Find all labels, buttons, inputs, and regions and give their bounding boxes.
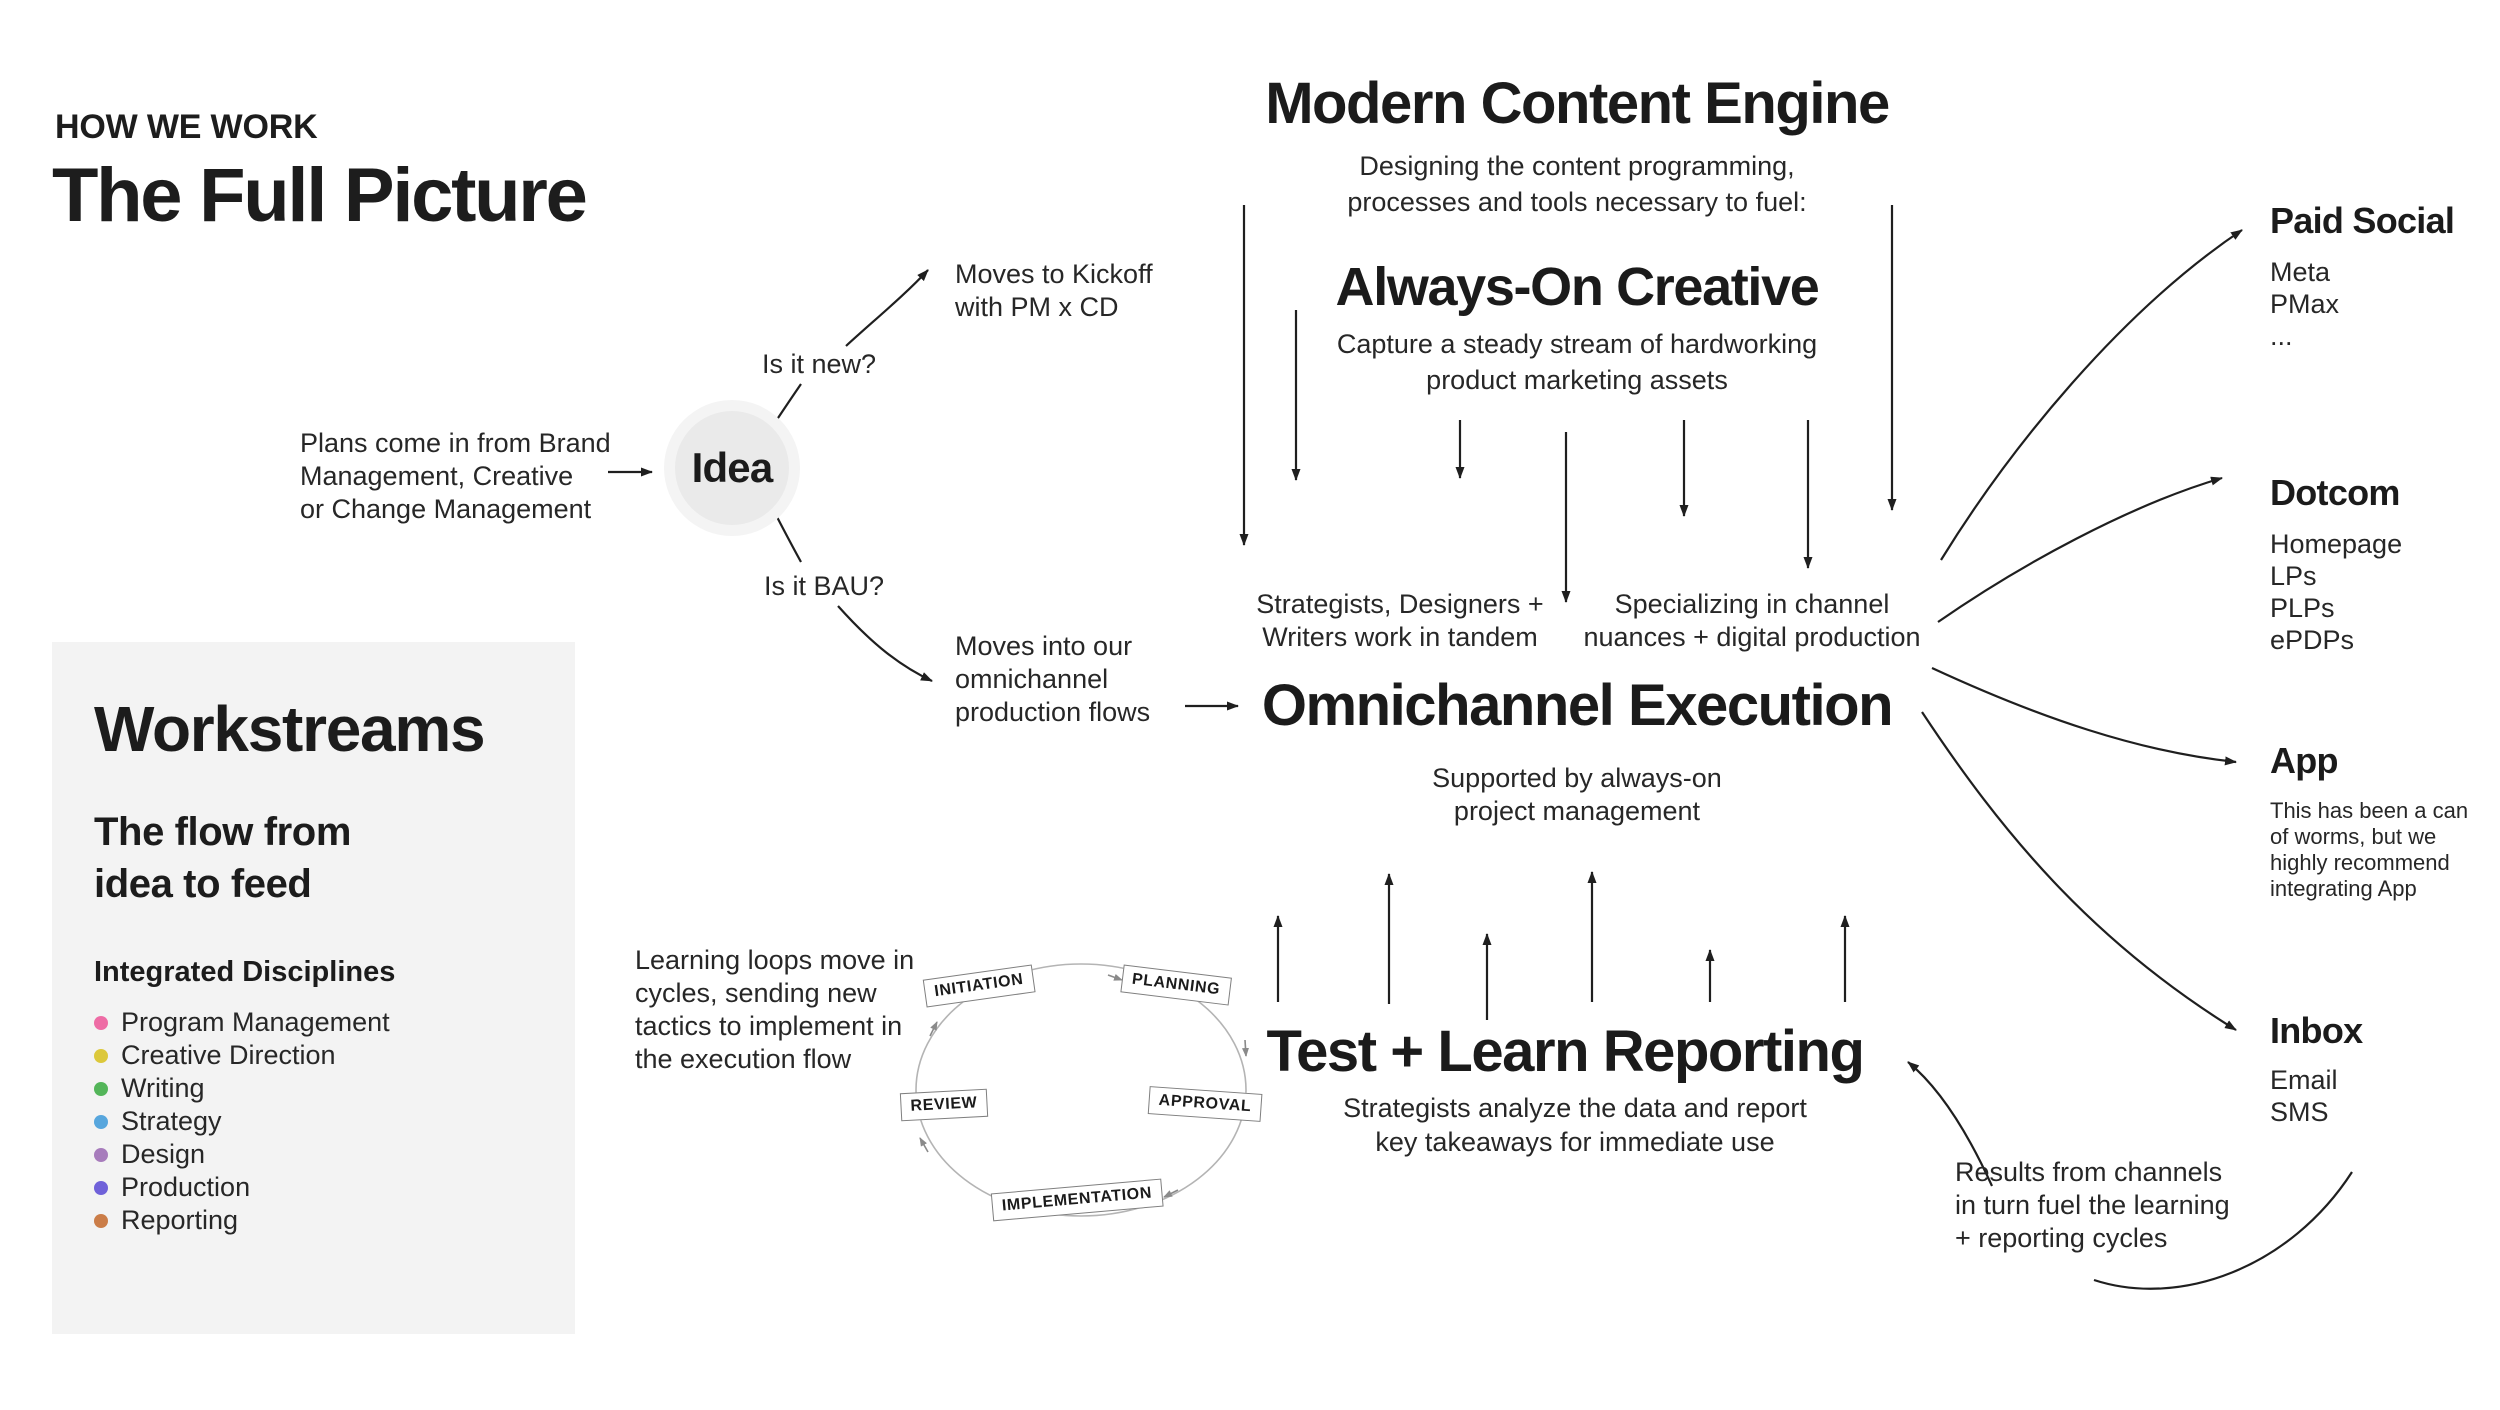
test-learn-reporting-title: Test + Learn Reporting xyxy=(1266,1019,1865,1084)
channel-name: Paid Social xyxy=(2270,200,2455,241)
channel-name: Inbox xyxy=(2270,1010,2363,1051)
list-item: Program Management xyxy=(94,1006,390,1039)
test-learn-reporting-subtitle: Strategists analyze the data and report … xyxy=(1343,1093,1807,1157)
discipline-dot xyxy=(94,1213,108,1228)
idea-node-inner-disc xyxy=(675,411,789,525)
question-is-it-new: Is it new? xyxy=(762,349,877,379)
disciplines-heading: Integrated Disciplines xyxy=(94,956,396,988)
omnichannel-execution-subtitle: Supported by always-on project managemen… xyxy=(1432,763,1722,826)
channel-item: ePDPs xyxy=(2270,625,2355,655)
list-item: Creative Direction xyxy=(94,1039,390,1072)
workstreams-title: Workstreams xyxy=(94,693,486,765)
channel-item: ... xyxy=(2270,321,2293,351)
always-on-creative-subtitle: Capture a steady stream of hardworking p… xyxy=(1336,329,1818,395)
channel-item: Email xyxy=(2270,1065,2338,1095)
list-item: Strategy xyxy=(94,1105,390,1138)
omnichannel-execution-title: Omnichannel Execution xyxy=(1261,673,1894,738)
modern-content-engine-title: Modern Content Engine xyxy=(1265,71,1890,136)
list-item: Design xyxy=(94,1138,390,1171)
always-on-creative-title: Always-On Creative xyxy=(1335,257,1820,317)
channel-name: Dotcom xyxy=(2270,472,2400,513)
discipline-dot xyxy=(94,1114,108,1129)
channel-app: App This has been a can of worms, but we… xyxy=(2270,740,2468,902)
question-is-it-bau: Is it BAU? xyxy=(764,571,885,601)
channel-inbox: Inbox Email SMS xyxy=(2270,1010,2363,1128)
results-feedback-note: Results from channels in turn fuel the l… xyxy=(1955,1157,2230,1253)
downward-flow-arrows xyxy=(1239,205,1897,603)
workstreams-subtitle: The flow from idea to feed xyxy=(94,810,352,906)
channel-item: Meta xyxy=(2270,257,2331,287)
channel-note: This has been a can of worms, but we hig… xyxy=(2270,798,2469,901)
modern-content-engine-subtitle: Designing the content programming, proce… xyxy=(1347,151,1807,217)
plans-intro-note: Plans come in from Brand Management, Cre… xyxy=(300,428,611,524)
discipline-label: Strategy xyxy=(121,1106,222,1136)
discipline-dot xyxy=(94,1015,108,1030)
list-item: Writing xyxy=(94,1072,390,1105)
channel-dotcom: Dotcom Homepage LPs PLPs ePDPs xyxy=(2270,472,2402,656)
upward-flow-arrows xyxy=(1273,871,1850,1020)
channel-fan-arrows xyxy=(1921,229,2243,1031)
cycle-stage-review: REVIEW xyxy=(899,1088,989,1122)
discipline-dot xyxy=(94,1180,108,1195)
discipline-label: Program Management xyxy=(121,1007,390,1037)
page-title: The Full Picture xyxy=(52,153,588,238)
discipline-dot xyxy=(94,1147,108,1162)
discipline-label: Design xyxy=(121,1139,206,1169)
list-item: Reporting xyxy=(94,1204,390,1237)
channel-name: App xyxy=(2270,740,2339,781)
outcome-omnichannel-note: Moves into our omnichannel production fl… xyxy=(955,631,1151,727)
list-item: Production xyxy=(94,1171,390,1204)
discipline-label: Production xyxy=(121,1172,251,1202)
tandem-note: Strategists, Designers + Writers work in… xyxy=(1256,589,1544,652)
learning-loop-note: Learning loops move in cycles, sending n… xyxy=(635,945,915,1074)
specializing-note: Specializing in channel nuances + digita… xyxy=(1583,589,1921,652)
workstreams-panel xyxy=(52,642,575,1334)
channel-item: Homepage xyxy=(2270,529,2403,559)
learning-loop-circle xyxy=(915,963,1249,1217)
idea-node: Idea xyxy=(691,444,774,491)
discipline-label: Writing xyxy=(121,1073,205,1103)
discipline-dot xyxy=(94,1081,108,1096)
channel-item: PMax xyxy=(2270,289,2340,319)
discipline-label: Reporting xyxy=(121,1205,239,1235)
channel-paid-social: Paid Social Meta PMax ... xyxy=(2270,200,2455,352)
channel-item: SMS xyxy=(2270,1097,2329,1127)
channel-item: PLPs xyxy=(2270,593,2335,623)
discipline-dot xyxy=(94,1048,108,1063)
feedback-arrows xyxy=(1907,1061,2353,1290)
outcome-kickoff-note: Moves to Kickoff with PM x CD xyxy=(955,259,1153,322)
channel-item: LPs xyxy=(2270,561,2317,591)
page-eyebrow: HOW WE WORK xyxy=(55,108,318,146)
disciplines-list: Program Management Creative Direction Wr… xyxy=(94,1006,390,1237)
discipline-label: Creative Direction xyxy=(121,1040,336,1070)
